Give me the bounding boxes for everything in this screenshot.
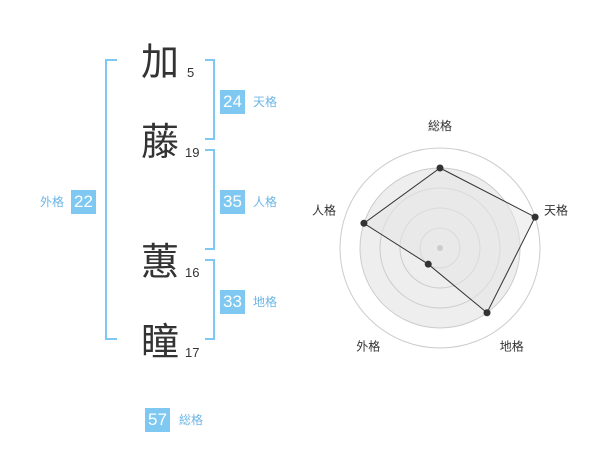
chikaku-bracket [205,259,215,340]
radar-center-dot [437,245,443,251]
chikaku-label: 地格 [253,295,278,309]
gaikaku-label: 外格 [40,195,65,209]
name-char-3: 蕙 [141,240,180,284]
radar-point-0 [436,164,444,172]
radar-axis-label-4: 人格 [312,202,336,217]
stroke-count-3: 16 [185,265,200,280]
soukaku-value: 57 [145,408,170,432]
chikaku-value: 33 [220,290,245,314]
gaikaku-bracket [105,59,117,340]
stroke-count-4: 17 [185,345,200,360]
radar-point-2 [483,309,491,317]
tenkaku-label: 天格 [253,95,278,109]
jinkaku-bracket [205,149,215,250]
tenkaku-bracket [205,59,215,140]
jinkaku-value: 35 [220,190,245,214]
radar-axis-label-3: 外格 [356,339,380,354]
soukaku-label: 総格 [179,413,204,427]
stroke-count-2: 19 [185,145,200,160]
gaikaku-value: 22 [71,190,96,214]
name-char-4: 瞳 [141,320,180,364]
radar-axis-label-1: 天格 [544,202,568,217]
radar-ring-5 [339,147,541,349]
radar-points [360,164,539,317]
radar-point-4 [360,219,368,227]
radar-point-1 [531,213,539,221]
radar-axis-label-0: 総格 [428,118,452,133]
radar-polygon [363,167,536,314]
name-char-2: 藤 [141,120,180,164]
stroke-count-1: 5 [187,65,195,80]
radar-point-3 [424,260,432,268]
radar-axis-label-2: 地格 [500,339,524,354]
name-char-1: 加 [141,40,180,84]
tenkaku-value: 24 [220,90,245,114]
jinkaku-label: 人格 [253,195,278,209]
